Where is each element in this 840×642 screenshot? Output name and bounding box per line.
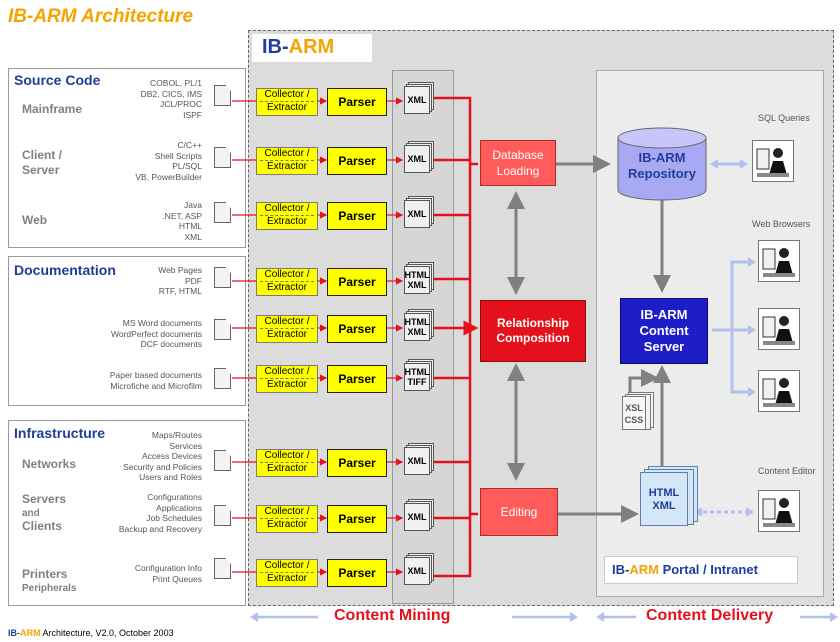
web-browsers-label: Web Browsers <box>752 219 811 229</box>
collector-extractor: Collector /Extractor <box>256 147 318 175</box>
collector-extractor: Collector /Extractor <box>256 268 318 296</box>
person-computer-icon <box>758 240 800 282</box>
page-title: IB-ARM Architecture <box>8 6 194 27</box>
parser: Parser <box>327 365 387 393</box>
parser: Parser <box>327 449 387 477</box>
infrastructure-panel <box>8 420 246 606</box>
documentation-title: Documentation <box>14 262 116 278</box>
xml-output-icon: XML <box>404 443 434 475</box>
document-doc-icon <box>214 267 231 288</box>
xml-output-icon: XML <box>404 82 434 114</box>
portal-label-box <box>604 556 798 584</box>
collector-extractor: Collector /Extractor <box>256 315 318 343</box>
source-doc-icon <box>214 202 231 223</box>
infrastructure-title: Infrastructure <box>14 425 106 441</box>
document-doc-icon <box>214 319 231 340</box>
portal-label: IB-ARM Portal / Intranet <box>612 562 758 577</box>
ibarm-label: IB-ARM <box>262 36 335 58</box>
content-editor-label: Content Editor <box>758 466 816 476</box>
source-doc-icon <box>214 147 231 168</box>
parser: Parser <box>327 147 387 175</box>
parser: Parser <box>327 505 387 533</box>
parser: Parser <box>327 202 387 230</box>
collector-extractor: Collector /Extractor <box>256 559 318 587</box>
collector-extractor: Collector /Extractor <box>256 449 318 477</box>
person-computer-icon <box>758 490 800 532</box>
content-delivery-label: Content Delivery <box>646 607 774 624</box>
collector-extractor: Collector /Extractor <box>256 202 318 230</box>
group-mainframe: Mainframe <box>22 102 83 116</box>
infra-doc-icon <box>214 505 231 526</box>
parser: Parser <box>327 268 387 296</box>
collector-extractor: Collector /Extractor <box>256 88 318 116</box>
parser: Parser <box>327 315 387 343</box>
editing-box: Editing <box>480 488 558 536</box>
person-computer-icon <box>758 308 800 350</box>
group-servers-clients: Servers and Clients <box>22 492 67 533</box>
group-web: Web <box>22 213 48 227</box>
parser: Parser <box>327 88 387 116</box>
person-computer-icon <box>752 140 794 182</box>
source-code-panel <box>8 68 246 248</box>
xml-output-icon: XML <box>404 141 434 173</box>
xml-output-icon: XML <box>404 553 434 585</box>
document-doc-icon <box>214 368 231 389</box>
footer-note: IB-ARM Architecture, V2.0, October 2003 <box>8 628 174 638</box>
documentation-panel <box>8 256 246 406</box>
collector-extractor: Collector /Extractor <box>256 505 318 533</box>
xml-output-icon: XML <box>404 196 434 228</box>
group-networks: Networks <box>22 457 77 471</box>
sql-queries-label: SQL Queries <box>758 113 810 123</box>
group-client-server: Client /Server <box>22 148 63 177</box>
collector-extractor: Collector /Extractor <box>256 365 318 393</box>
parser: Parser <box>327 559 387 587</box>
person-computer-icon <box>758 370 800 412</box>
source-code-title: Source Code <box>14 72 101 88</box>
infra-doc-icon <box>214 450 231 471</box>
group-printers: Printers Peripherals <box>22 567 77 595</box>
content-mining-label: Content Mining <box>334 607 451 624</box>
source-doc-icon <box>214 85 231 106</box>
infra-doc-icon <box>214 558 231 579</box>
xml-output-icon: XML <box>404 499 434 531</box>
ibarm-label-box <box>252 34 372 62</box>
